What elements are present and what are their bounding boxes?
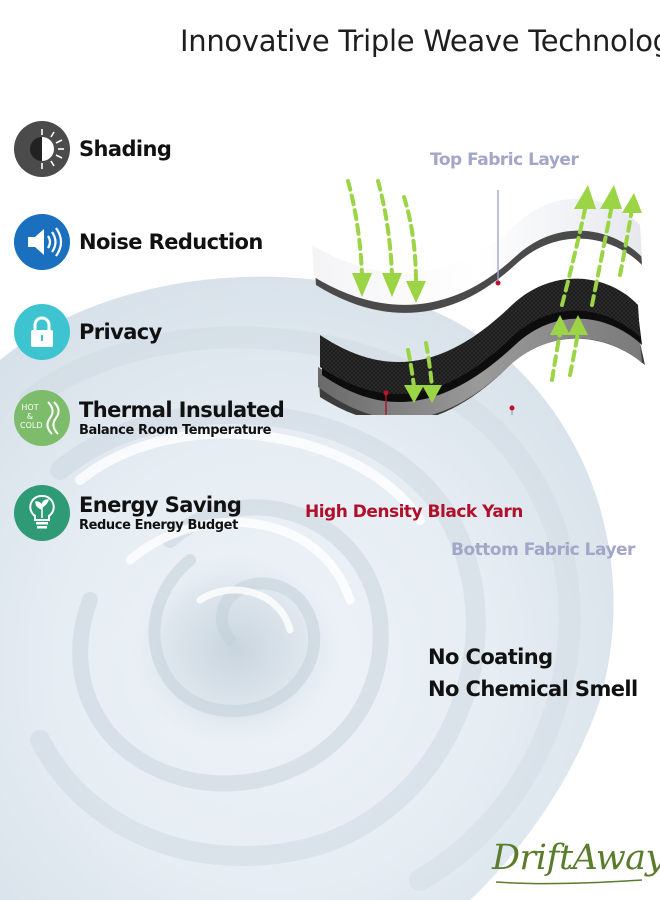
brand-logo: DriftAway (492, 838, 660, 888)
feature-label: Privacy (79, 320, 162, 344)
feature-thermal-insulated: HOT & COLD Thermal Insulated Balance Roo… (14, 390, 285, 446)
claim-no-coating: No Coating (428, 645, 553, 669)
airflow-arrows (346, 179, 634, 389)
top-fabric-layer-label: Top Fabric Layer (430, 150, 579, 170)
feature-label: Noise Reduction (79, 230, 263, 254)
half-sun-icon (14, 121, 70, 177)
page-title: Innovative Triple Weave Technology (180, 24, 660, 58)
high-density-black-yarn-label: High Density Black Yarn (305, 502, 523, 522)
speaker-icon (14, 214, 70, 270)
feature-energy-saving: Energy Saving Reduce Energy Budget (14, 485, 242, 541)
bottom-fabric-layer (318, 318, 645, 415)
feature-label: Shading (79, 137, 172, 161)
product-claims: No Coating No Chemical Smell (428, 641, 638, 705)
claim-no-chemical-smell: No Chemical Smell (428, 677, 638, 701)
feature-noise-reduction: Noise Reduction (14, 214, 263, 270)
amp-text: & (26, 412, 34, 421)
feature-sublabel: Reduce Energy Budget (79, 517, 238, 533)
lightbulb-leaf-icon (14, 485, 70, 541)
hot-text: HOT (21, 403, 39, 412)
bottom-fabric-layer-label: Bottom Fabric Layer (451, 540, 635, 560)
lock-icon (14, 304, 70, 360)
hot-cold-icon: HOT & COLD (14, 390, 70, 446)
feature-sublabel: Balance Room Temperature (79, 422, 272, 438)
feature-shading: Shading (14, 121, 172, 177)
cold-text: COLD (20, 421, 43, 430)
triple-weave-diagram (312, 179, 645, 415)
feature-label: Thermal Insulated (79, 397, 285, 422)
feature-privacy: Privacy (14, 304, 162, 360)
black-yarn-layer (320, 278, 642, 403)
feature-label: Energy Saving (79, 492, 242, 517)
